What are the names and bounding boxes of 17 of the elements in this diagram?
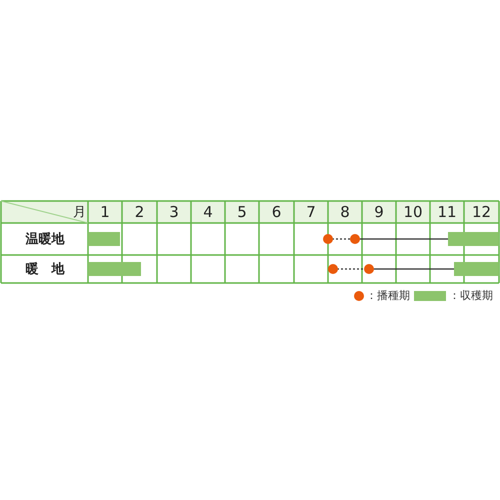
month-label: 7	[305, 202, 317, 223]
month-label: 5	[236, 202, 248, 223]
legend-text: ：収穫期	[449, 289, 493, 303]
month-label: 10	[402, 202, 424, 223]
month-label: 2	[134, 202, 146, 223]
legend-text: ：播種期	[366, 289, 410, 303]
month-label: 6	[270, 202, 282, 223]
month-label: 1	[99, 202, 111, 223]
month-label: 8	[339, 202, 351, 223]
month-label: 11	[436, 202, 458, 223]
month-label: 9	[373, 202, 385, 223]
month-label: 3	[168, 202, 180, 223]
region-label: 温暖地	[24, 231, 66, 249]
month-label: 12	[470, 202, 492, 223]
column-header-label: 月	[72, 204, 86, 222]
month-label: 4	[202, 202, 214, 223]
region-label: 暖 地	[24, 261, 66, 279]
